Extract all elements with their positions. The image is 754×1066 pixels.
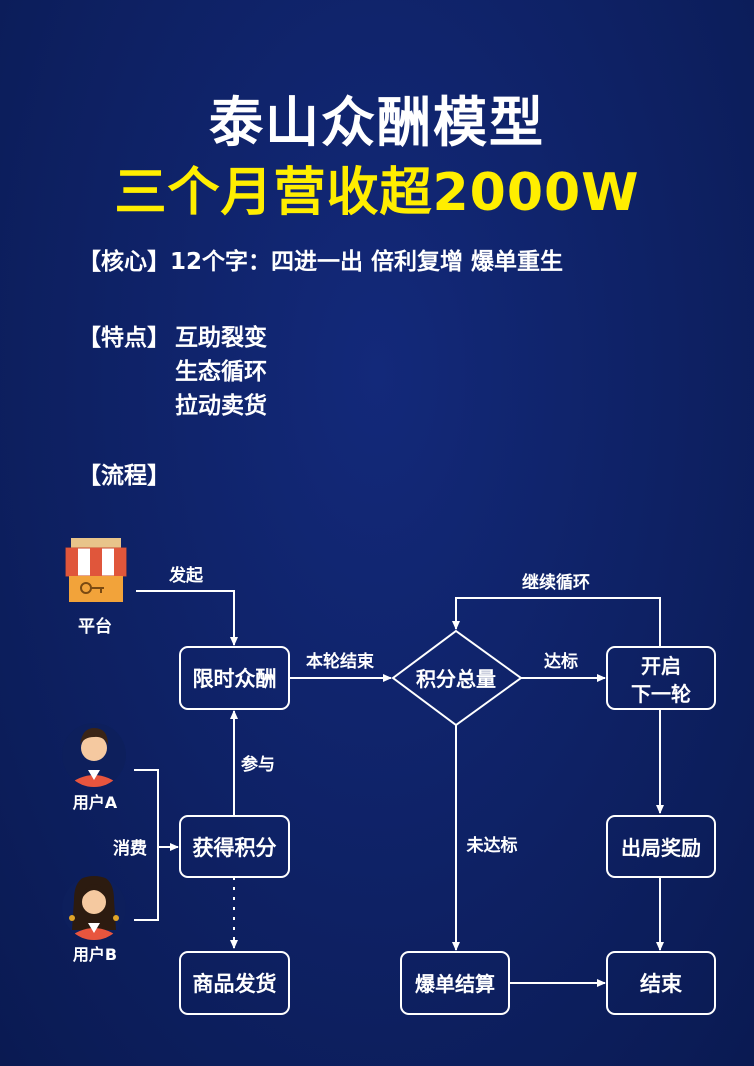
page-title: 泰山众酬模型 xyxy=(209,91,545,154)
edge-label-initiate: 发起 xyxy=(168,565,204,586)
core-label: 【核心】 xyxy=(78,249,170,275)
edge-continue-loop xyxy=(452,597,661,647)
node-points-label: 积分总量 xyxy=(416,667,496,691)
node-limited-label: 限时众酬 xyxy=(193,667,277,691)
user-b-label: 用户B xyxy=(73,945,117,964)
user-a-avatar xyxy=(62,723,126,787)
consume-bracket xyxy=(134,769,159,921)
store-icon xyxy=(65,538,127,602)
node-earn-label: 获得积分 xyxy=(193,836,277,860)
edge-label-reach: 达标 xyxy=(544,651,578,672)
edge-label-not-reach: 未达标 xyxy=(466,835,518,856)
node-end-box xyxy=(606,951,716,1015)
edge-label-participate: 参与 xyxy=(241,754,275,775)
platform-label: 平台 xyxy=(78,616,112,637)
node-end-label: 结束 xyxy=(640,972,683,996)
feature-item-2: 生态循环 xyxy=(175,359,267,385)
node-ship-box xyxy=(179,951,290,1015)
feature-item-1: 互助裂变 xyxy=(175,325,267,351)
node-next-label-2: 下一轮 xyxy=(631,682,691,706)
node-ship-label: 商品发货 xyxy=(193,972,277,996)
node-exit-label: 出局奖励 xyxy=(621,836,701,860)
process-label: 【流程】 xyxy=(78,463,170,489)
feature-item-3: 拉动卖货 xyxy=(175,393,267,419)
node-next-label-1: 开启 xyxy=(641,654,681,678)
user-b-avatar xyxy=(62,876,126,940)
edge-label-continue: 继续循环 xyxy=(522,572,590,593)
node-burst-label: 爆单结算 xyxy=(415,972,495,996)
features-label: 【特点】 xyxy=(78,325,170,351)
edge-label-round-end: 本轮结束 xyxy=(306,651,374,672)
edge-platform-limited xyxy=(136,590,238,646)
core-line: 【核心】12个字：四进一出 倍利复增 爆单重生 xyxy=(78,242,563,276)
core-text: 12个字：四进一出 倍利复增 爆单重生 xyxy=(170,249,564,275)
page-subtitle: 三个月营收超2000W xyxy=(114,163,640,223)
user-a-label: 用户A xyxy=(73,793,118,812)
edge-label-consume: 消费 xyxy=(113,838,147,859)
